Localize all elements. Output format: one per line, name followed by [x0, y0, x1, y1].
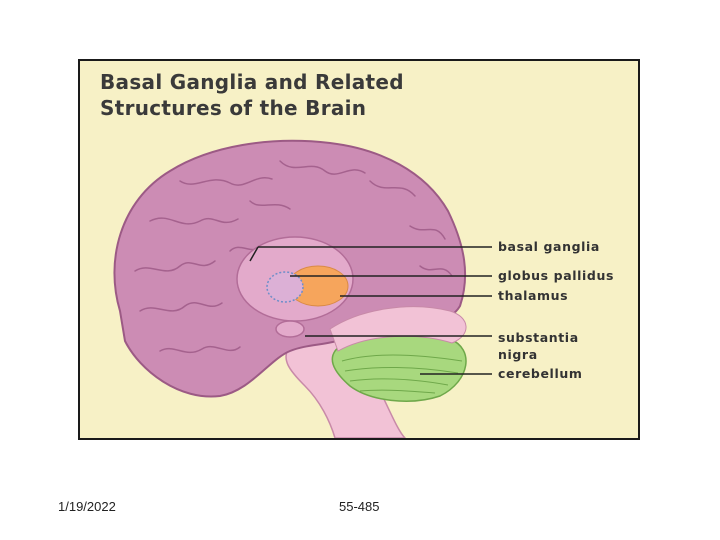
diagram-title-line-2: Structures of the Brain — [100, 96, 367, 120]
substantia-nigra-shape — [275, 320, 305, 338]
label-nigra: nigra — [498, 347, 538, 362]
cerebellum-folds — [341, 354, 463, 394]
label-substantia: substantia — [498, 330, 579, 345]
globus-pallidus-shape — [266, 271, 304, 303]
label-thalamus: thalamus — [498, 288, 569, 303]
cerebral-folds — [134, 160, 453, 354]
label-cerebellum: cerebellum — [498, 366, 583, 381]
footer-date: 1/19/2022 — [58, 499, 116, 514]
footer-page-number: 55-485 — [339, 499, 380, 514]
brain-diagram-figure: Basal Ganglia and Related Structures of … — [78, 59, 640, 440]
leader-lines — [249, 246, 492, 375]
brain-illustration — [80, 61, 638, 438]
diagram-title-line-1: Basal Ganglia and Related — [100, 70, 404, 94]
label-basal-ganglia: basal ganglia — [498, 239, 600, 254]
pons-region — [329, 306, 467, 352]
label-globus-pallidus: globus pallidus — [498, 268, 614, 283]
